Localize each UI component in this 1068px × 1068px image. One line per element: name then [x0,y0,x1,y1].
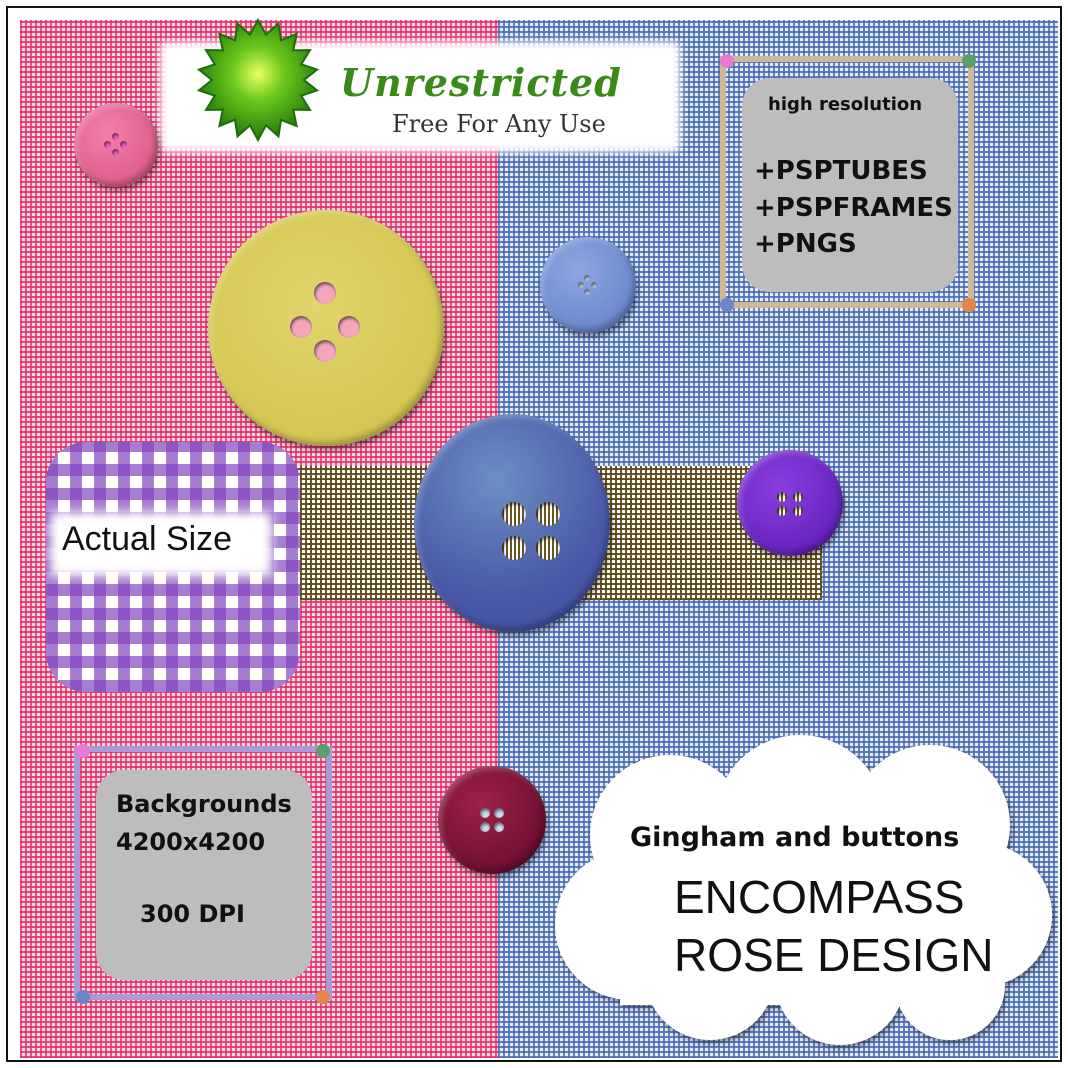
logo-title: Unrestricted [340,60,622,105]
dark-red-button [438,766,546,874]
actual-size-label: Actual Size [62,520,233,558]
pin-icon [962,298,976,312]
purple-button [737,450,843,556]
pin-icon [316,744,330,758]
logo-subtitle: Free For Any Use [392,110,606,138]
backgrounds-dpi: 300 DPI [140,900,245,928]
info-box [742,78,958,292]
backgrounds-size: 4200x4200 [116,828,266,856]
info-frame [720,56,974,308]
pin-icon [720,54,734,68]
brand-line-2: ROSE DESIGN [674,929,994,981]
cloud-subtitle: Gingham and buttons [630,822,960,853]
info-item: +PSPFRAMES [754,193,953,223]
info-heading: high resolution [768,94,923,115]
light-blue-button [540,237,636,333]
info-item: +PSPTUBES [754,156,928,186]
cloud-shape [555,735,1052,1045]
backgrounds-line: Backgrounds [116,790,292,818]
starburst-icon [196,18,320,142]
backgrounds-box [96,770,312,980]
large-blue-button [414,414,610,632]
yellow-button [208,210,444,446]
label-backdrop [50,512,272,576]
pin-icon [316,990,330,1004]
pin-icon [76,744,90,758]
info-item: +PNGS [754,229,857,259]
pin-icon [76,990,90,1004]
backgrounds-frame [74,746,332,1000]
brand-line-1: ENCOMPASS [674,871,965,923]
pin-icon [720,298,734,312]
pink-button [74,103,158,187]
pin-icon [962,54,976,68]
